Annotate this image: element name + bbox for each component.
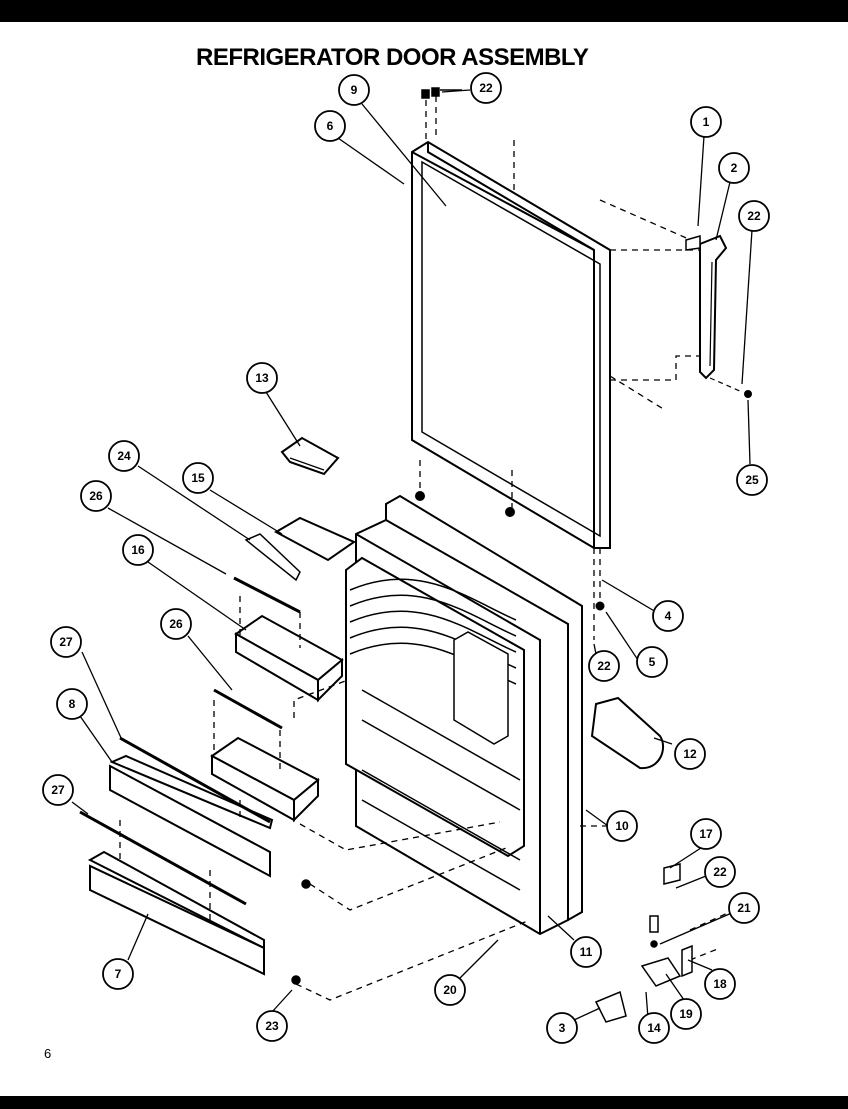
callout-25 bbox=[736, 464, 768, 496]
callout-12 bbox=[674, 738, 706, 770]
callout-label: 11 bbox=[580, 945, 593, 959]
callout-label: 22 bbox=[597, 659, 611, 673]
top-border bbox=[0, 0, 848, 22]
callout-label: 22 bbox=[713, 865, 727, 879]
callout-label: 27 bbox=[59, 635, 73, 649]
callout-21 bbox=[728, 892, 760, 924]
callout-label: 10 bbox=[615, 819, 629, 833]
callout-label: 22 bbox=[747, 209, 761, 223]
callout-8 bbox=[56, 688, 88, 720]
callout-14 bbox=[638, 1012, 670, 1044]
callout-label: 23 bbox=[265, 1019, 279, 1033]
callout-label: 14 bbox=[647, 1021, 661, 1035]
callout-9 bbox=[338, 74, 370, 106]
callout-26a bbox=[80, 480, 112, 512]
callout-7 bbox=[102, 958, 134, 990]
callout-label: 3 bbox=[559, 1021, 566, 1035]
callout-13 bbox=[246, 362, 278, 394]
callout-label: 8 bbox=[69, 697, 76, 711]
door-liner bbox=[345, 494, 583, 936]
callout-label: 27 bbox=[51, 783, 65, 797]
hinge-parts bbox=[291, 863, 693, 1023]
callout-1 bbox=[690, 106, 722, 138]
callout-19 bbox=[670, 998, 702, 1030]
callout-label: 2 bbox=[731, 161, 738, 175]
callout-17 bbox=[690, 818, 722, 850]
callout-label: 13 bbox=[255, 371, 269, 385]
callout-label: 24 bbox=[117, 449, 131, 463]
callout-label: 15 bbox=[191, 471, 205, 485]
callout-23 bbox=[256, 1010, 288, 1042]
callout-20 bbox=[434, 974, 466, 1006]
callout-leaders bbox=[71, 89, 753, 1021]
callout-15 bbox=[182, 462, 214, 494]
callout-label: 22 bbox=[479, 81, 493, 95]
callout-16 bbox=[122, 534, 154, 566]
door-handle bbox=[685, 234, 743, 393]
callout-label: 6 bbox=[327, 119, 334, 133]
callout-4 bbox=[652, 600, 684, 632]
bottom-border bbox=[0, 1096, 848, 1109]
door-shelf-lower bbox=[79, 810, 265, 976]
shelf-cover bbox=[273, 516, 357, 562]
callout-24 bbox=[108, 440, 140, 472]
callout-22b bbox=[738, 200, 770, 232]
callout-label: 21 bbox=[737, 901, 751, 915]
callout-5 bbox=[636, 646, 668, 678]
diagram-title: REFRIGERATOR DOOR ASSEMBLY bbox=[196, 44, 589, 71]
callout-10 bbox=[606, 810, 638, 842]
egg-cylinder bbox=[590, 696, 665, 770]
callout-label: 1 bbox=[703, 115, 710, 129]
top-screws bbox=[421, 87, 462, 99]
callout-label: 18 bbox=[713, 977, 727, 991]
page-number: 6 bbox=[44, 1046, 52, 1061]
callout-label: 9 bbox=[351, 83, 358, 97]
callout-22d bbox=[704, 856, 736, 888]
callout-label: 17 bbox=[699, 827, 713, 841]
callout-27b bbox=[42, 774, 74, 806]
leader-lines bbox=[419, 96, 710, 640]
callout-2 bbox=[718, 152, 750, 184]
lower-leaders bbox=[119, 596, 731, 1001]
upper-bin bbox=[233, 576, 344, 703]
callout-label: 19 bbox=[679, 1007, 693, 1021]
callout-6 bbox=[314, 110, 346, 142]
callout-label: 5 bbox=[649, 655, 656, 669]
callout-26b bbox=[160, 608, 192, 640]
callout-22c bbox=[588, 650, 620, 682]
callout-label: 16 bbox=[131, 543, 145, 557]
callout-label: 26 bbox=[89, 489, 103, 503]
callout-circles bbox=[42, 72, 770, 1044]
middle-bin bbox=[210, 688, 320, 823]
callout-22a bbox=[470, 72, 502, 104]
dairy-dish bbox=[280, 436, 340, 476]
callout-3 bbox=[546, 1012, 578, 1044]
door-shelf-upper bbox=[109, 736, 274, 878]
callout-label: 20 bbox=[443, 983, 457, 997]
callout-18 bbox=[704, 968, 736, 1000]
callout-label: 25 bbox=[745, 473, 759, 487]
outer-door-panel bbox=[411, 140, 611, 549]
callout-label: 12 bbox=[683, 747, 697, 761]
callout-27a bbox=[50, 626, 82, 658]
callout-label: 7 bbox=[115, 967, 122, 981]
callout-numbers: 9 22 6 1 2 22 25 13 24 15 26 16 26 27 8 … bbox=[51, 81, 761, 1035]
callout-label: 4 bbox=[665, 609, 672, 623]
callout-11 bbox=[570, 936, 602, 968]
callout-label: 26 bbox=[169, 617, 183, 631]
